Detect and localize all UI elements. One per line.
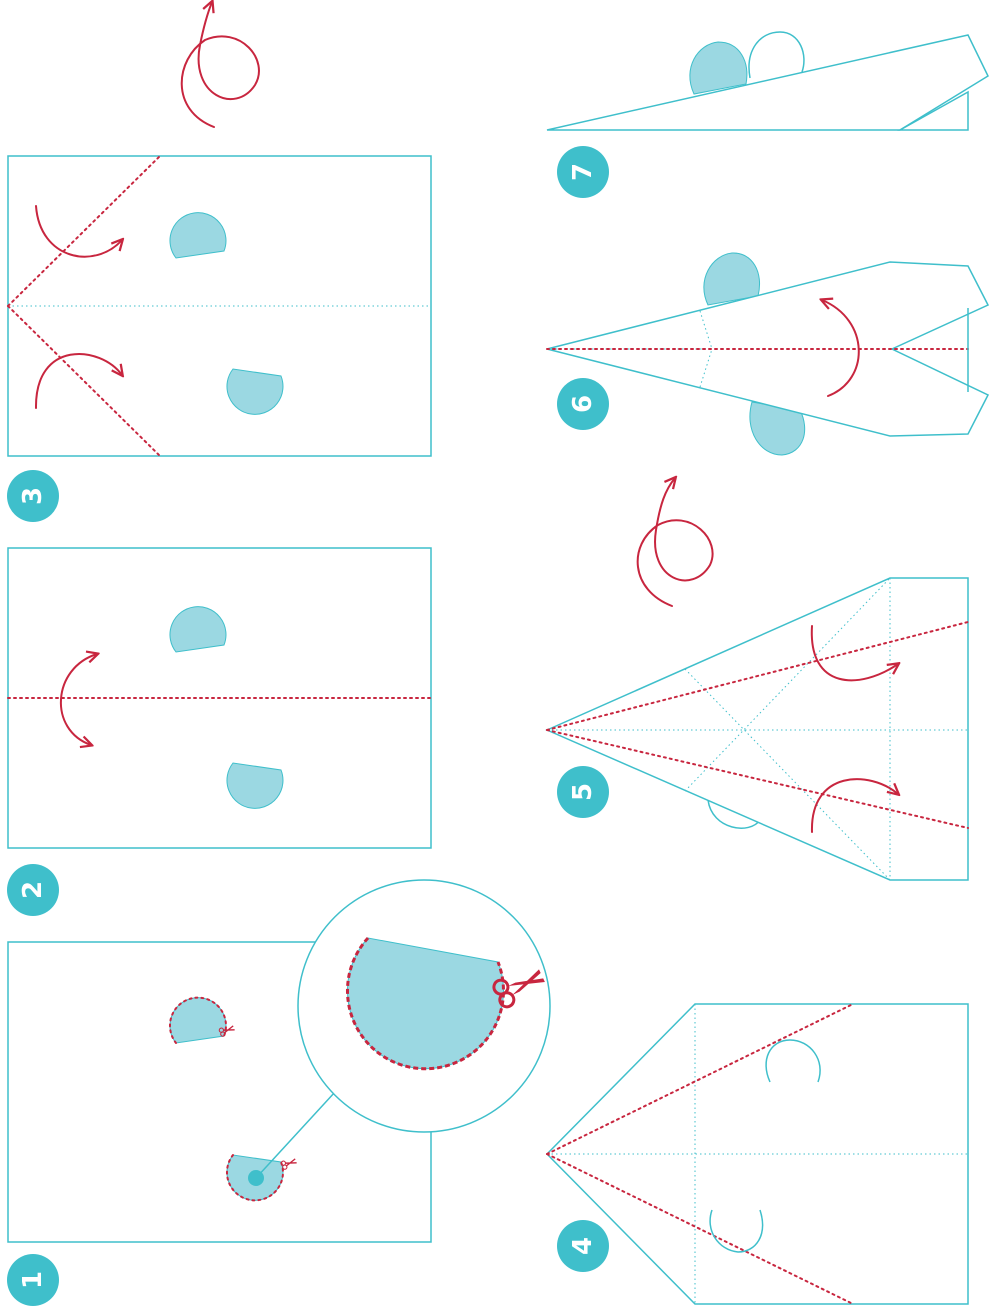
step-2-flap-bottom bbox=[226, 762, 284, 809]
step-5-badge: 5 bbox=[557, 766, 609, 818]
step-4-badge: 4 bbox=[557, 1220, 609, 1272]
step-7-panel: 7 bbox=[546, 31, 989, 198]
step-6-flap-bottom bbox=[749, 401, 806, 456]
fold-arrow-icon bbox=[35, 205, 122, 258]
step-4-paper bbox=[545, 1003, 969, 1305]
step-6-number: 6 bbox=[568, 395, 598, 413]
step-4-flap-outline-top bbox=[765, 1039, 821, 1083]
step-3-number: 3 bbox=[18, 487, 48, 505]
scissors-icon bbox=[218, 1025, 235, 1037]
fold-arrow-icon bbox=[34, 352, 122, 409]
step-6-badge: 6 bbox=[557, 378, 609, 430]
step-7-tail bbox=[897, 90, 969, 131]
step-3-fold-lower bbox=[7, 305, 161, 457]
step-3-badge: 3 bbox=[7, 470, 59, 522]
step-4-panel: 4 bbox=[545, 1003, 969, 1305]
fold-arrow-icon bbox=[59, 654, 97, 745]
step-5-fold-upper bbox=[546, 621, 969, 731]
step-6-flap-top bbox=[703, 252, 760, 306]
step-5-paper bbox=[545, 577, 969, 881]
step-1-number: 1 bbox=[18, 1271, 48, 1289]
step-5-panel: 5 bbox=[545, 478, 969, 881]
scissors-icon bbox=[492, 969, 545, 1009]
step-2-flap-top bbox=[169, 606, 227, 653]
fold-arrow-icon bbox=[810, 778, 898, 833]
step-4-fold-upper bbox=[546, 1003, 854, 1155]
step-7-flap-outline bbox=[748, 31, 805, 79]
step-5-hidden-flap bbox=[707, 799, 761, 829]
magnified-cut-line bbox=[345, 936, 505, 1071]
step-7-number: 7 bbox=[568, 163, 598, 181]
step-3-flap-bottom bbox=[226, 368, 284, 415]
step-7-flap bbox=[689, 41, 748, 95]
step-7-badge: 7 bbox=[557, 146, 609, 198]
step-2-number: 2 bbox=[18, 881, 48, 899]
step-3-flap-top bbox=[169, 212, 227, 259]
step-4-fold-lower bbox=[546, 1153, 854, 1305]
step-6-panel: 6 bbox=[546, 252, 989, 456]
step-5-fold-lower bbox=[546, 729, 969, 829]
magnifier-connector bbox=[255, 1091, 336, 1179]
flip-over-icon bbox=[636, 478, 714, 607]
step-4-flap-outline-bottom bbox=[709, 1209, 764, 1253]
step-3-panel: 3 bbox=[7, 2, 432, 522]
flip-over-icon bbox=[180, 2, 260, 128]
step-7-paper bbox=[546, 34, 989, 131]
fold-arrow-icon bbox=[810, 625, 898, 682]
step-5-number: 5 bbox=[568, 783, 598, 801]
step-3-fold-upper bbox=[7, 155, 161, 307]
fold-arrow-icon bbox=[822, 300, 860, 397]
step-1-panel: 1 bbox=[7, 879, 551, 1306]
scissors-icon bbox=[280, 1158, 297, 1170]
step-2-badge: 2 bbox=[7, 864, 59, 916]
step-2-panel: 2 bbox=[7, 547, 432, 916]
step-1-badge: 1 bbox=[7, 1254, 59, 1306]
step-4-number: 4 bbox=[568, 1237, 598, 1255]
